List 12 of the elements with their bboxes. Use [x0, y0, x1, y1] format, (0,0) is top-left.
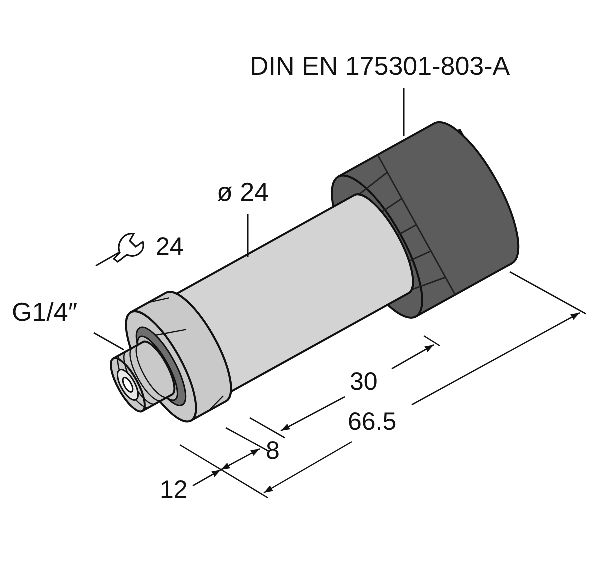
- callout-text: DIN EN 175301-803-A: [250, 52, 510, 82]
- dimension-label: 12: [160, 476, 188, 505]
- leader-line: [403, 88, 405, 136]
- threaded-port: [110, 340, 176, 413]
- leader-line: [247, 214, 249, 257]
- wrench-size-label: 24: [156, 233, 184, 262]
- callout-text: G1/4″: [12, 298, 78, 328]
- dimension-label: 8: [266, 437, 280, 466]
- callout-text: ø 24: [217, 178, 270, 208]
- dimension-label: 30: [350, 368, 378, 397]
- dimension-label: 66.5: [348, 408, 397, 437]
- leader-line: [94, 332, 124, 351]
